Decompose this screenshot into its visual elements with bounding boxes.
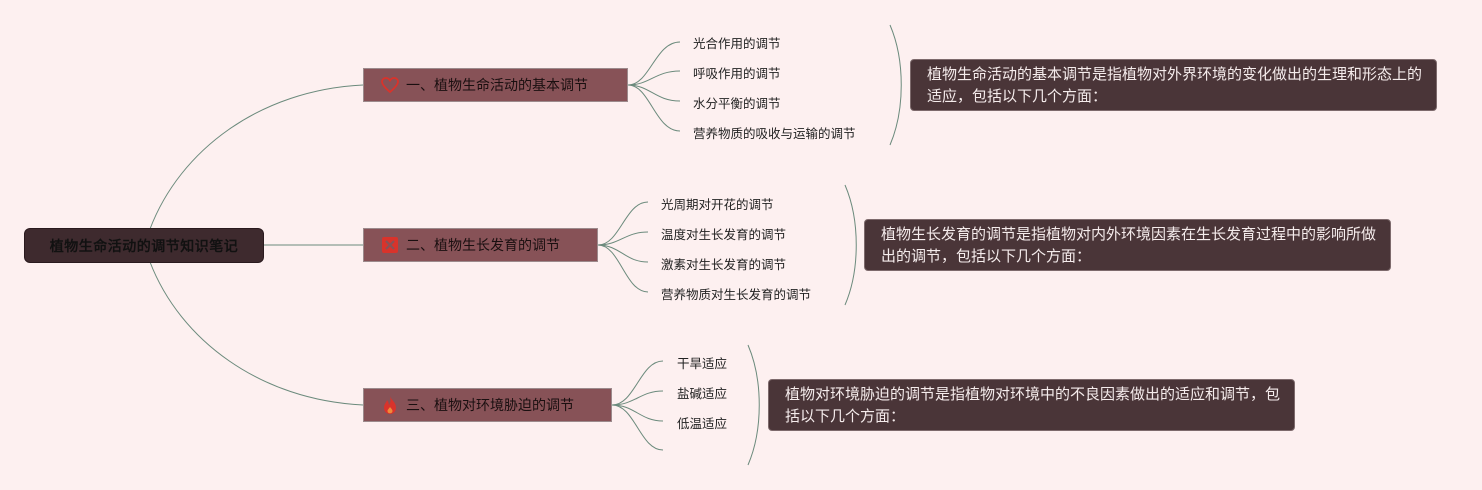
brace-1 <box>889 24 902 146</box>
connector-b3-leaf-1 <box>611 360 664 406</box>
root-label: 植物生命活动的调节知识笔记 <box>49 238 239 255</box>
summary-text-3: 植物对环境胁迫的调节是指植物对环境中的不良因素做出的适应和调节，包括以下几个方面… <box>785 385 1281 425</box>
leaf-2-1[interactable]: 光周期对开花的调节 <box>661 197 774 212</box>
connector-b3-leaf-2 <box>611 390 664 406</box>
connector-b3-leaf-4 <box>611 404 664 451</box>
leaf-3-3[interactable]: 低温适应 <box>677 416 728 431</box>
leaf-1-3[interactable]: 水分平衡的调节 <box>693 96 781 111</box>
connector-b2-leaf-2 <box>597 231 649 246</box>
leaf-2-3[interactable]: 激素对生长发育的调节 <box>661 257 787 272</box>
branch-node-3[interactable]: 三、植物对环境胁迫的调节 <box>363 388 612 422</box>
connector-b1-leaf-2 <box>627 70 681 86</box>
summary-text-2: 植物生长发育的调节是指植物对内外环境因素在生长发育过程中的影响所做出的调节，包括… <box>881 225 1377 265</box>
summary-note-3[interactable]: 植物对环境胁迫的调节是指植物对环境中的不良因素做出的适应和调节，包括以下几个方面… <box>768 379 1295 431</box>
connector-root-branch-3 <box>149 261 364 406</box>
leaf-1-4[interactable]: 营养物质的吸收与运输的调节 <box>693 126 856 141</box>
summary-note-2[interactable]: 植物生长发育的调节是指植物对内外环境因素在生长发育过程中的影响所做出的调节，包括… <box>864 219 1391 271</box>
heart-icon <box>380 75 400 95</box>
brace-2 <box>844 184 857 306</box>
leaf-2-2[interactable]: 温度对生长发育的调节 <box>661 227 787 242</box>
connector-b2-leaf-1 <box>597 201 649 246</box>
connector-b1-leaf-4 <box>627 84 681 132</box>
branch-label-1: 一、植物生命活动的基本调节 <box>406 78 588 94</box>
branch-label-3: 三、植物对环境胁迫的调节 <box>406 398 574 414</box>
connector-b1-leaf-1 <box>627 41 681 86</box>
leaf-3-1[interactable]: 干旱适应 <box>677 356 728 371</box>
summary-note-1[interactable]: 植物生命活动的基本调节是指植物对外界环境的变化做出的生理和形态上的适应，包括以下… <box>910 59 1437 111</box>
connector-b2-leaf-4 <box>597 244 649 293</box>
branch-node-2[interactable]: 二、植物生长发育的调节 <box>363 228 598 262</box>
leaf-3-2[interactable]: 盐碱适应 <box>677 386 728 401</box>
brace-3 <box>747 344 760 466</box>
summary-text-1: 植物生命活动的基本调节是指植物对外界环境的变化做出的生理和形态上的适应，包括以下… <box>927 65 1423 105</box>
x-mark-icon <box>380 235 400 255</box>
root-node[interactable]: 植物生命活动的调节知识笔记 <box>25 229 263 262</box>
leaf-1-2[interactable]: 呼吸作用的调节 <box>693 66 781 81</box>
connector-root-branch-1 <box>149 84 364 230</box>
leaf-1-1[interactable]: 光合作用的调节 <box>693 36 781 51</box>
leaf-2-4[interactable]: 营养物质对生长发育的调节 <box>661 287 812 302</box>
branch-label-2: 二、植物生长发育的调节 <box>406 238 560 254</box>
branch-node-1[interactable]: 一、植物生命活动的基本调节 <box>363 68 628 102</box>
fire-icon <box>380 395 400 415</box>
